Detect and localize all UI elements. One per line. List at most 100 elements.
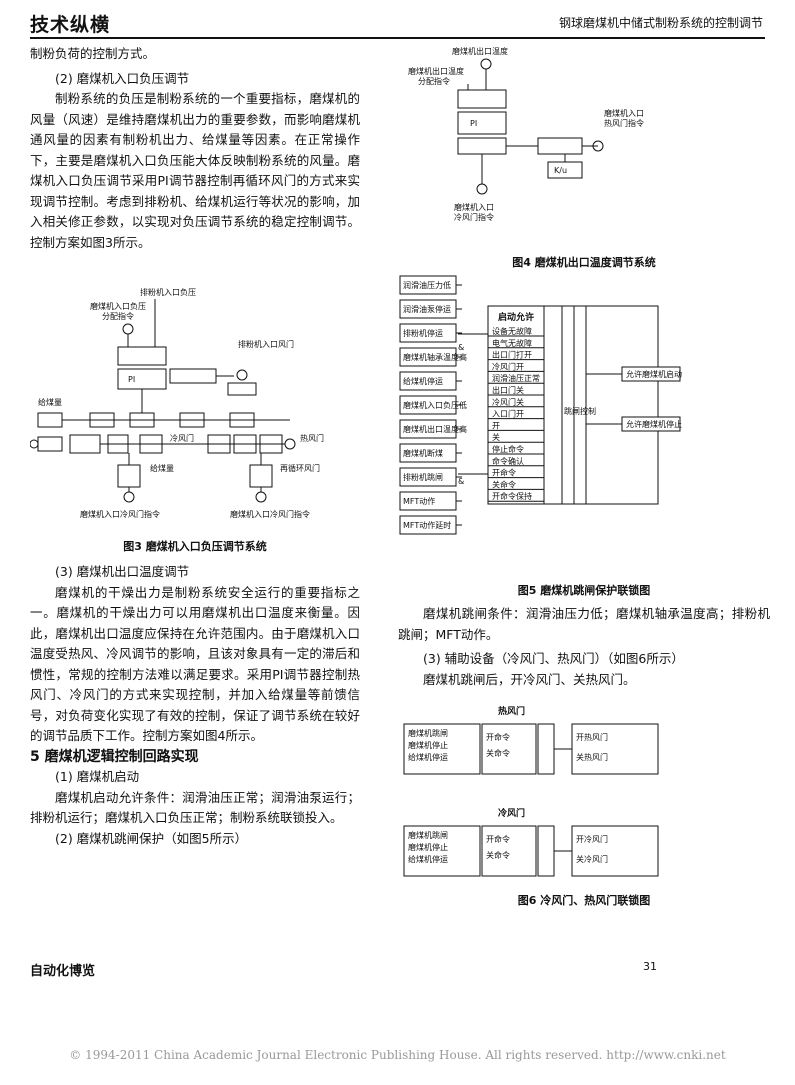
fig5-condition-label: 出口门关 — [492, 385, 524, 395]
paragraph: 磨煤机启动允许条件：润滑油压正常；润滑油泵运行；排粉机运行；磨煤机入口负压正常；… — [30, 789, 360, 826]
paragraph: 制粉负荷的控制方式。 — [30, 46, 156, 61]
fig5-condition-label: 开 — [492, 421, 500, 430]
fig5-condition-label: 冷风门开 — [492, 361, 524, 371]
paragraph: 制粉系统的负压是制粉系统的一个重要指标，磨煤机的风量（风速）是维持磨煤机出力的重… — [30, 91, 360, 250]
right-column: 磨煤机跳闸条件：润滑油压力低；磨煤机轴承温度高；排粉机跳闸；MFT动作。 (3)… — [398, 604, 770, 690]
page-header-right: 钢球磨煤机中储式制粉系统的控制调节 — [558, 16, 763, 30]
fig3-block — [117, 368, 167, 390]
fig6-row: 磨煤机跳闸 — [408, 728, 448, 738]
figure-3-diagram: 排粉机入口负压 磨煤机入口负压 分配指令 PI 排粉机入口风门 给煤量 冷风门 … — [29, 287, 324, 519]
fig5-condition-label: 设备无故障 — [492, 326, 532, 336]
figure-3: 排粉机入口负压 磨煤机入口负压 分配指令 PI 排粉机入口风门 给煤量 冷风门 … — [29, 285, 360, 554]
fig5-condition-label: 开命令保持 — [492, 491, 532, 501]
fig5-input-label: 润滑油压力低 — [403, 280, 451, 290]
transmitter-icon — [122, 323, 134, 335]
fig5-condition-label: 命令确认 — [492, 456, 524, 466]
fig5-input-label: 磨煤机入口负压低 — [403, 400, 467, 410]
figure-6-caption: 图6 冷风门、热风门联锁图 — [517, 894, 651, 907]
fig4-label: 磨煤机出口温度 — [408, 66, 464, 76]
figure-4-caption: 图4 磨煤机出口温度调节系统 — [512, 256, 656, 269]
fig3-block — [169, 368, 217, 384]
fig3-label: 给煤量 — [150, 463, 174, 473]
fig5-input-label: 磨煤机出口温度高 — [403, 424, 467, 434]
fig6-output: 关热风门 — [576, 752, 608, 762]
fig5-input-label: 磨煤机轴承温度高 — [403, 352, 467, 362]
fig6-row: 关命令 — [486, 850, 510, 860]
fig5-condition-label: 电气无故障 — [492, 338, 532, 348]
figure-6-diagram: 热风门 磨煤机跳闸 磨煤机停止 给煤机停运 开命令 关命令 开热风门 关热风门 … — [403, 705, 659, 877]
fig3-label: 排粉机入口风门 — [238, 339, 294, 349]
fig6-row: 磨煤机跳闸 — [408, 830, 448, 840]
figure-6: 热风门 磨煤机跳闸 磨煤机停止 给煤机停运 开命令 关命令 开热风门 关热风门 … — [398, 700, 770, 894]
fig4-block-label: PI — [470, 119, 477, 128]
fig4-label: 冷风门指令 — [454, 212, 494, 222]
fig3-label: 冷风门 — [170, 433, 194, 443]
header-rule — [30, 37, 765, 39]
fig6-row: 磨煤机停止 — [408, 842, 448, 852]
fig3-label: 热风门 — [300, 433, 324, 443]
fig6-row: 磨煤机停止 — [408, 740, 448, 750]
subsection-heading: (2) 磨煤机入口负压调节 — [55, 70, 190, 86]
figure-5-caption: 图5 磨煤机跳闸保护联锁图 — [517, 584, 651, 597]
fig3-label: 磨煤机入口冷风门指令 — [80, 509, 160, 519]
fig5-condition-label: 开命令 — [492, 468, 516, 478]
fig6-output: 开冷风门 — [576, 834, 608, 844]
fig5-header: 启动允许 — [498, 311, 534, 323]
fig4-label: 磨煤机出口温度 — [452, 46, 508, 56]
subsection-heading: (3) 辅助设备（冷风门、热风门）（如图6所示） — [423, 651, 684, 666]
fig5-output: 允许磨煤机停止 — [626, 419, 682, 429]
fig5-condition-label: 润滑油压正常 — [492, 373, 540, 383]
fig5-condition-label: 入口门开 — [492, 409, 524, 419]
fig5-output-box — [621, 366, 681, 382]
fig5-condition-label: 停止命令 — [492, 444, 524, 454]
subsection-heading: (2) 磨煤机跳闸保护（如图5所示） — [55, 830, 248, 846]
copyright-notice: © 1994-2011 China Academic Journal Elect… — [69, 1048, 726, 1062]
figure-4-diagram: 磨煤机出口温度 磨煤机出口温度 分配指令 PI 磨煤机入口 热风门指令 K/u … — [408, 46, 644, 222]
fig4-label: K/u — [554, 166, 567, 175]
left-column-continued: (3) 磨煤机出口温度调节 磨煤机的干燥出力是制粉系统安全运行的重要指标之一。磨… — [30, 562, 360, 849]
fig3-label: 再循环风门 — [280, 463, 320, 473]
fig3-block — [117, 346, 167, 366]
page-header-left: 技术纵横 — [30, 14, 111, 36]
fig3-label: 给煤量 — [38, 397, 62, 407]
paragraph: 磨煤机跳闸后，开冷风门、关热风门。 — [423, 671, 636, 687]
paragraph: 磨煤机的干燥出力是制粉系统安全运行的重要指标之一。磨煤机的干燥出力可以用磨煤机出… — [30, 584, 360, 744]
fig3-block-label: PI — [128, 375, 135, 384]
left-column: 制粉负荷的控制方式。 (2) 磨煤机入口负压调节 制粉系统的负压是制粉系统的一个… — [30, 44, 360, 253]
subsection-heading: (3) 磨煤机出口温度调节 — [55, 564, 190, 579]
figure-5-diagram: 润滑油压力低润滑油泵停运排粉机停运磨煤机轴承温度高给煤机停运磨煤机入口负压低磨煤… — [399, 275, 682, 535]
fig3-label: 排粉机入口负压 — [140, 287, 196, 297]
fig6-row: 开命令 — [486, 732, 510, 742]
fig5-input-label: 给煤机停运 — [403, 376, 443, 386]
fig5-output-box — [621, 416, 681, 432]
subsection-heading: (1) 磨煤机启动 — [55, 769, 140, 784]
fig4-block — [457, 89, 507, 109]
fig5-input-label: 磨煤机断煤 — [403, 448, 443, 458]
fig5-amp: & — [458, 477, 464, 486]
fig3-label: 磨煤机入口负压 — [90, 301, 146, 311]
footer-journal: 自动化博览 — [30, 964, 96, 979]
fig5-condition-label: 关命令 — [492, 479, 516, 489]
fig4-label: 磨煤机入口 — [604, 108, 644, 118]
fig6-row: 开命令 — [486, 834, 510, 844]
fig5-condition-label: 关 — [492, 432, 500, 442]
fig5-input-label: MFT动作延时 — [403, 520, 451, 530]
page-number: 31 — [643, 960, 657, 973]
fig6-output: 关冷风门 — [576, 854, 608, 864]
fig6-output: 开热风门 — [576, 732, 608, 742]
fig5-right-frame — [487, 305, 659, 505]
fig4-label: 热风门指令 — [604, 118, 644, 128]
fig6-row: 给煤机停运 — [408, 752, 448, 762]
fig6-row: 关命令 — [486, 748, 510, 758]
fig6-row: 给煤机停运 — [408, 854, 448, 864]
figure-4: 磨煤机出口温度 磨煤机出口温度 分配指令 PI 磨煤机入口 热风门指令 K/u … — [398, 44, 770, 253]
fig5-input-label: 排粉机停运 — [403, 328, 443, 338]
fig3-label: 分配指令 — [102, 311, 134, 321]
fig5-condition-label: 冷风门关 — [492, 397, 524, 407]
fig4-block — [457, 137, 507, 155]
fig5-amp: & — [458, 343, 464, 352]
fig5-input-label: 润滑油泵停运 — [403, 304, 451, 314]
fig4-label: 磨煤机入口 — [454, 202, 494, 212]
section-heading: 5 磨煤机逻辑控制回路实现 — [30, 748, 199, 765]
fig6-title: 热风门 — [498, 705, 525, 717]
